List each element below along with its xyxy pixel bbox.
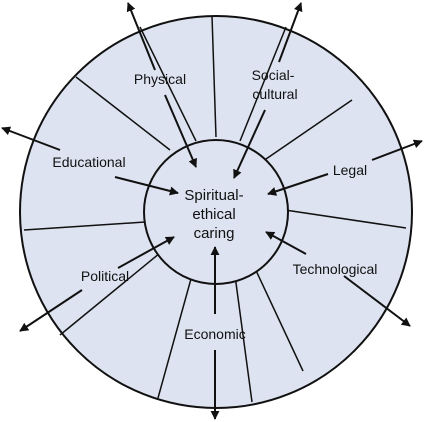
spoke <box>251 261 304 372</box>
label-political: Political <box>81 268 129 284</box>
label-social-cultural-line2: cultural <box>252 86 297 102</box>
arrow-technological-out <box>343 275 411 327</box>
label-economic: Economic <box>184 326 245 342</box>
label-technological: Technological <box>293 261 378 277</box>
center-label-line1: Spiritual- <box>184 187 243 204</box>
label-physical: Physical <box>134 71 186 87</box>
arrow-educational-in <box>114 176 179 196</box>
inward-arrows <box>114 94 329 314</box>
arrow-physical-out <box>126 2 156 71</box>
arrow-educational-out <box>1 126 61 151</box>
label-legal: Legal <box>333 162 367 178</box>
spoke <box>139 26 197 142</box>
center-label-line2: ethical <box>192 206 235 223</box>
spokes <box>23 15 407 403</box>
center-label-line3: caring <box>194 225 235 242</box>
arrow-political-in <box>117 236 175 269</box>
label-educational: Educational <box>52 154 125 170</box>
spoke <box>59 252 161 336</box>
label-social-cultural-line1: Social- <box>252 67 295 83</box>
spoke <box>239 26 287 142</box>
spoke <box>157 267 195 399</box>
arrow-technological-in <box>265 231 307 255</box>
spoke <box>265 99 353 160</box>
arrow-political-out <box>19 289 83 332</box>
spoke <box>284 209 407 229</box>
arrow-social-cultural-out <box>278 2 303 63</box>
arrow-legal-in <box>267 173 329 196</box>
arrow-legal-out <box>371 139 423 161</box>
spoke <box>233 267 253 403</box>
arrow-social-cultural-in <box>233 109 266 179</box>
spoke <box>75 76 171 151</box>
outward-arrows <box>1 2 423 420</box>
arrow-physical-in <box>164 94 197 168</box>
spoke <box>23 221 146 231</box>
spoke <box>211 15 217 138</box>
